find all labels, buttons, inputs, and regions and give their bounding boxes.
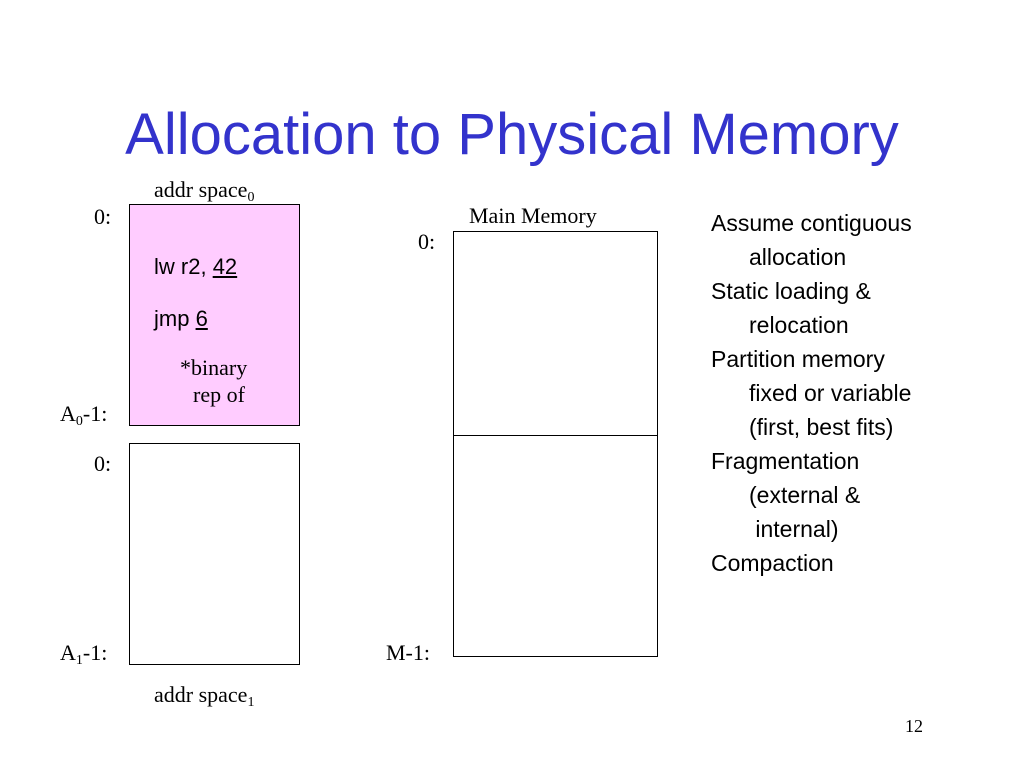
bullet-partition-line1: Partition memory (711, 346, 885, 372)
bullet-fragmentation-line1: Fragmentation (711, 448, 860, 474)
main-memory-end-label: M-1: (386, 640, 430, 665)
main-memory-partition-divider (453, 435, 658, 436)
addr-space-1-end-prefix: A (60, 640, 76, 665)
code-line-lw: lw r2, 42 (154, 254, 237, 280)
bullet-item-partition: Partition memory fixed or variable (firs… (711, 342, 1011, 444)
binary-note-line1: *binary (180, 355, 248, 380)
bullet-contiguous-line1: Assume contiguous (711, 210, 912, 236)
addr-space-1-end-label: A1-1: (60, 640, 108, 668)
slide-title: Allocation to Physical Memory (125, 102, 899, 167)
bullet-item-static-loading: Static loading & relocation (711, 274, 1011, 342)
bullet-item-compaction: Compaction (711, 546, 1011, 580)
bullet-fragmentation-line2: (external & (749, 482, 861, 508)
bullet-item-contiguous: Assume contiguous allocation (711, 206, 1011, 274)
code-line-lw-value: 42 (212, 254, 238, 279)
page-number: 12 (905, 716, 923, 736)
main-memory-box (453, 231, 658, 657)
addr-space-0-label-text: addr space (154, 177, 248, 202)
addr-space-1-box (129, 443, 300, 665)
code-line-lw-prefix: lw r2, (154, 254, 213, 279)
bullet-list: Assume contiguous allocation Static load… (711, 206, 1011, 580)
bullet-fragmentation-line3: internal) (749, 516, 839, 542)
bullet-static-loading-line1: Static loading & (711, 278, 871, 304)
addr-space-1-label: addr space1 (154, 682, 255, 710)
bullet-partition-line2: fixed or variable (749, 380, 912, 406)
bullet-compaction-line1: Compaction (711, 550, 834, 576)
addr-space-1-start-label: 0: (94, 451, 112, 476)
addr-space-0-label-sub: 0 (247, 190, 255, 205)
addr-space-1-label-text: addr space (154, 682, 248, 707)
addr-space-1-end-suffix: -1: (82, 640, 108, 665)
bullet-partition-line3: (first, best fits) (749, 414, 894, 440)
addr-space-0-label: addr space0 (154, 177, 255, 205)
addr-space-1-label-sub: 1 (247, 695, 255, 710)
addr-space-0-box (129, 204, 300, 426)
addr-space-1-end-sub: 1 (75, 653, 83, 668)
addr-space-0-start-label: 0: (94, 204, 112, 229)
bullet-contiguous-line2: allocation (749, 244, 847, 270)
bullet-item-fragmentation: Fragmentation (external & internal) (711, 444, 1011, 546)
addr-space-0-end-prefix: A (60, 401, 76, 426)
main-memory-label: Main Memory (469, 203, 597, 228)
addr-space-0-end-suffix: -1: (82, 401, 108, 426)
main-memory-start-label: 0: (418, 229, 436, 254)
bullet-static-loading-line2: relocation (749, 312, 849, 338)
addr-space-0-end-label: A0-1: (60, 401, 108, 429)
addr-space-0-end-sub: 0 (75, 414, 83, 429)
binary-note-line2: rep of (193, 382, 245, 407)
code-line-jmp-prefix: jmp (154, 306, 196, 331)
code-line-jmp-value: 6 (195, 306, 208, 331)
code-line-jmp: jmp 6 (154, 306, 208, 332)
